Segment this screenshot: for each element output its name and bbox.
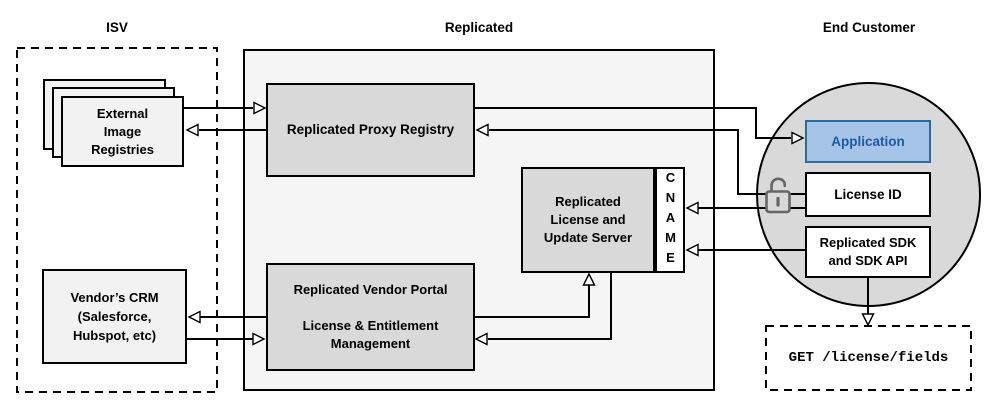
section-title-replicated: Replicated	[444, 20, 514, 35]
license-update-server-node: Replicated License and Update Server	[521, 167, 655, 273]
arrowhead-left-icon	[187, 310, 201, 324]
license-id-node: License ID	[805, 172, 931, 217]
vendor-portal-node: Replicated Vendor Portal License & Entit…	[266, 263, 475, 371]
section-title-isv: ISV	[106, 20, 128, 35]
arrowhead-left-icon	[185, 123, 199, 137]
get-license-fields-node: GET /license/fields	[788, 350, 949, 366]
proxy-registry-node: Replicated Proxy Registry	[266, 83, 475, 177]
arrowhead-down-icon	[861, 313, 875, 327]
cname-node: CNAME	[655, 167, 685, 273]
vendors-crm-node: Vendor’s CRM (Salesforce, Hubspot, etc)	[42, 269, 187, 364]
external-image-registries-node: External Image Registries	[61, 96, 184, 167]
cname-label: CNAME	[663, 170, 678, 270]
application-node: Application	[805, 120, 931, 163]
section-title-end-customer: End Customer	[822, 20, 916, 35]
replicated-sdk-node: Replicated SDK and SDK API	[805, 226, 931, 278]
